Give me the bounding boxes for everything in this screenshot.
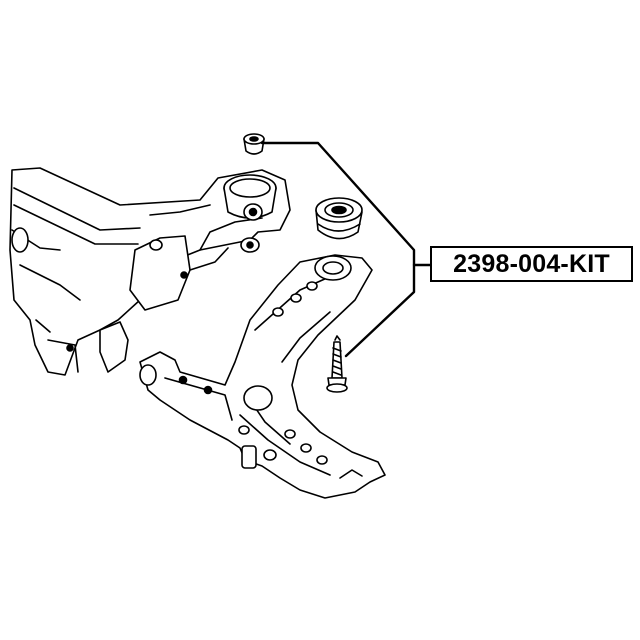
leader-lines (260, 141, 432, 358)
bushing (315, 197, 363, 240)
bolt (326, 335, 348, 393)
control-arm (139, 254, 386, 499)
part-number-label: 2398-004-KIT (430, 246, 633, 282)
subframe (9, 167, 291, 376)
nut (243, 133, 265, 155)
